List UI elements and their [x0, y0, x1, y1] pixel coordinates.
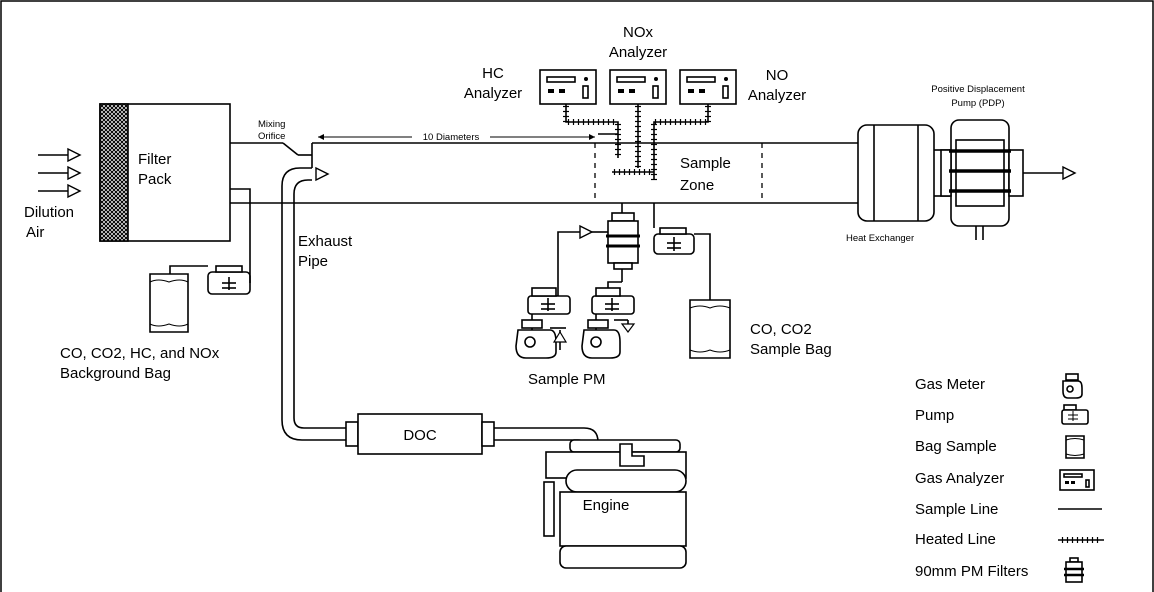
engine-label: Engine [583, 497, 630, 514]
heated-line-icon [1058, 537, 1104, 543]
pm-filter-holder [606, 203, 640, 282]
exhaust-pipe-label-2: Pipe [298, 253, 328, 270]
ten-diameters-label: 10 Diameters [423, 132, 480, 143]
doc-unit [345, 413, 599, 456]
background-bag [149, 188, 251, 333]
exhaust-pipe-label-1: Exhaust [298, 233, 353, 250]
nox-analyzer-label-1: NOx [623, 24, 654, 41]
no-analyzer-label-2: Analyzer [748, 87, 806, 104]
filter-pack-label-2: Pack [138, 171, 172, 188]
legend-label-sample-line: Sample Line [915, 501, 998, 518]
mixing-orifice-label-1: Mixing [258, 119, 285, 130]
pdp-label-1: Positive Displacement [931, 84, 1025, 95]
legend-label-gas-analyzer: Gas Analyzer [915, 470, 1004, 487]
legend-label-pm-filters: 90mm PM Filters [915, 563, 1028, 580]
pump-icon [1061, 404, 1089, 425]
co-co2-sample-line [653, 203, 711, 300]
gas-meter-icon [1062, 373, 1083, 399]
pdp-label-2: Pump (PDP) [951, 98, 1004, 109]
hc-analyzer [539, 69, 597, 105]
filter-pack-label-1: Filter [138, 151, 171, 168]
pm-gas-meter-2 [581, 319, 636, 359]
pm-filter-icon [1064, 557, 1084, 583]
legend-label-heated-line: Heated Line [915, 531, 996, 548]
background-bag-label-1: CO, CO2, HC, and NOx [60, 345, 220, 362]
nox-analyzer-label-2: Analyzer [609, 44, 667, 61]
doc-label: DOC [403, 427, 437, 444]
pm-gas-meter-1 [515, 319, 568, 359]
filter-pack [99, 103, 231, 242]
sample-bag-label-1: CO, CO2 [750, 321, 812, 338]
engine [543, 439, 687, 569]
bag-sample-icon [1065, 435, 1085, 459]
heated-sample-lines [563, 104, 711, 181]
background-bag-label-2: Background Bag [60, 365, 171, 382]
legend-label-gas-meter: Gas Meter [915, 376, 985, 393]
dilution-air-arrows [38, 147, 82, 199]
dilution-tunnel [230, 142, 858, 204]
sample-pm-label: Sample PM [528, 371, 606, 388]
hc-analyzer-label-2: Analyzer [464, 85, 522, 102]
positive-displacement-pump [940, 119, 1077, 240]
sample-zone-label-1: Sample [680, 155, 731, 172]
ten-diameters-dimension [318, 134, 595, 140]
legend: Gas Meter Pump Bag Sample Gas Analyzer [915, 373, 1104, 583]
sample-bag-label-2: Sample Bag [750, 341, 832, 358]
mixing-orifice-label-2: Orifice [258, 131, 285, 142]
heat-exchanger-label: Heat Exchanger [846, 233, 914, 244]
exhaust-pipe [281, 166, 346, 441]
legend-label-bag-sample: Bag Sample [915, 438, 997, 455]
no-analyzer-label-1: NO [766, 67, 789, 84]
heat-exchanger [857, 124, 950, 222]
gas-analyzer-icon [1059, 469, 1095, 491]
nox-analyzer [609, 69, 667, 105]
co-co2-sample-bag [689, 299, 731, 359]
hc-analyzer-label-1: HC [482, 65, 504, 82]
no-analyzer [679, 69, 737, 105]
dilution-air-label-2: Air [26, 224, 44, 241]
dilution-air-label-1: Dilution [24, 204, 74, 221]
legend-label-pump: Pump [915, 407, 954, 424]
sample-zone-label-2: Zone [680, 177, 714, 194]
